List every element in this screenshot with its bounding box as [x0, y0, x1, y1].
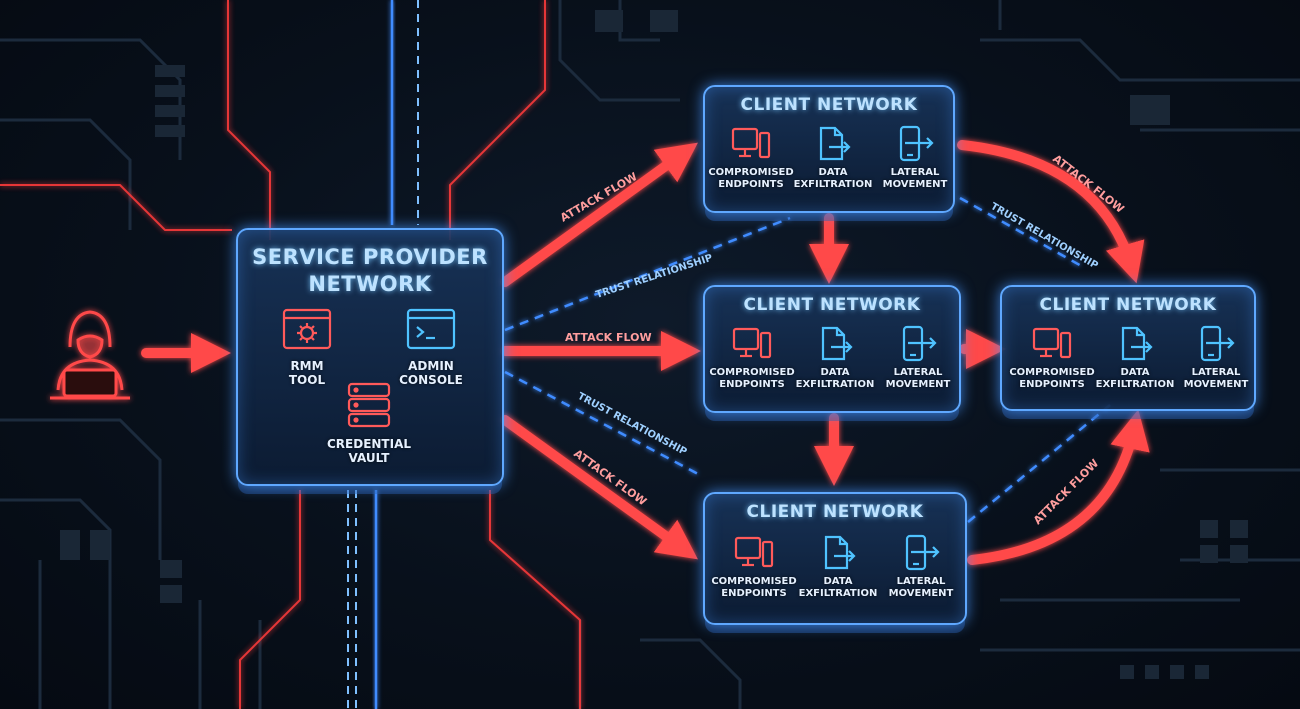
lateral-movement-item: LATERAL MOVEMENT	[870, 325, 966, 391]
label-attack-c1-c4: ATTACK FLOW	[1050, 152, 1126, 216]
compromised-endpoints-item: COMPROMISED ENDPOINTS	[703, 125, 799, 191]
trust-lines	[504, 196, 1111, 523]
label-trust-sp-c3: TRUST RELATIONSHIP	[576, 391, 689, 458]
attack-arrow-c3-c4	[967, 409, 1150, 565]
file-export-icon	[824, 535, 856, 570]
terminal-icon	[406, 308, 456, 350]
rmm-tool-label: RMM TOOL	[288, 359, 326, 387]
rmm-tool-item: RMM TOOL	[252, 307, 362, 387]
lateral-movement-label: LATERAL MOVEMENT	[882, 167, 948, 190]
client-network-panel-top: CLIENT NETWORK COMPROMISED ENDPOINTS DAT…	[703, 85, 955, 213]
trust-line-c1-c4	[959, 196, 1086, 270]
circuit-pads	[60, 10, 1248, 679]
service-provider-title: SERVICE PROVIDER NETWORK	[252, 245, 488, 296]
lateral-movement-label: LATERAL MOVEMENT	[1183, 367, 1249, 390]
credential-vault-item: CREDENTIAL VAULT	[314, 381, 424, 465]
phone-arrow-icon	[1200, 325, 1235, 362]
client-network-title: CLIENT NETWORK	[1039, 295, 1217, 315]
computer-icon	[734, 536, 774, 568]
data-exfiltration-label: DATA EXFILTRATION	[793, 167, 873, 190]
hooded-attacker-icon	[50, 310, 130, 400]
client-network-title: CLIENT NETWORK	[743, 295, 921, 315]
client-network-title: CLIENT NETWORK	[740, 95, 918, 115]
credential-vault-label: CREDENTIAL VAULT	[326, 437, 412, 465]
file-export-icon	[819, 126, 851, 161]
attack-arrow-sp-c1	[500, 142, 698, 287]
computer-icon	[732, 327, 772, 359]
database-icon	[347, 382, 391, 428]
compromised-endpoints-item: COMPROMISED ENDPOINTS	[704, 325, 800, 391]
blue-dash-traces	[347, 0, 419, 709]
attacker-node	[40, 302, 140, 407]
compromised-endpoints-label: COMPROMISED ENDPOINTS	[711, 576, 797, 599]
lateral-movement-item: LATERAL MOVEMENT	[867, 125, 963, 191]
label-trust-sp-c1: TRUST RELATIONSHIP	[595, 253, 714, 301]
attack-arrows	[141, 140, 1150, 565]
red-traces	[0, 0, 581, 709]
trust-line-sp-c1	[504, 216, 791, 332]
compromised-endpoints-item: COMPROMISED ENDPOINTS	[706, 534, 802, 600]
compromised-endpoints-label: COMPROMISED ENDPOINTS	[1009, 367, 1095, 390]
compromised-endpoints-label: COMPROMISED ENDPOINTS	[709, 367, 795, 390]
phone-arrow-icon	[899, 125, 934, 162]
data-exfiltration-item: DATA EXFILTRATION	[785, 125, 881, 191]
lateral-movement-label: LATERAL MOVEMENT	[885, 367, 951, 390]
lateral-movement-item: LATERAL MOVEMENT	[1168, 325, 1264, 391]
label-trust-c1-c4: TRUST RELATIONSHIP	[989, 201, 1100, 272]
admin-console-item: ADMIN CONSOLE	[376, 307, 486, 387]
attack-arrow-sp-c3	[500, 415, 698, 560]
data-exfiltration-item: DATA EXFILTRATION	[1087, 325, 1183, 391]
gear-window-icon	[282, 308, 332, 350]
admin-console-label: ADMIN CONSOLE	[399, 359, 463, 387]
data-exfiltration-label: DATA EXFILTRATION	[798, 576, 878, 599]
computer-icon	[1032, 327, 1072, 359]
blue-traces	[374, 0, 394, 709]
lateral-movement-label: LATERAL MOVEMENT	[888, 576, 954, 599]
client-network-panel-middle: CLIENT NETWORK COMPROMISED ENDPOINTS DAT…	[703, 285, 961, 413]
compromised-endpoints-label: COMPROMISED ENDPOINTS	[708, 167, 794, 190]
data-exfiltration-label: DATA EXFILTRATION	[1095, 367, 1175, 390]
service-provider-panel: SERVICE PROVIDER NETWORK RMM TOOL	[236, 228, 504, 486]
compromised-endpoints-item: COMPROMISED ENDPOINTS	[1004, 325, 1100, 391]
computer-icon	[731, 127, 771, 159]
client-network-panel-bottom: CLIENT NETWORK COMPROMISED ENDPOINTS DAT…	[703, 492, 967, 625]
phone-arrow-icon	[902, 325, 937, 362]
lateral-movement-item: LATERAL MOVEMENT	[873, 534, 969, 600]
file-export-icon	[1121, 326, 1153, 361]
client-network-panel-right: CLIENT NETWORK COMPROMISED ENDPOINTS DAT…	[1000, 285, 1256, 411]
attack-arrow-c1-c4	[957, 140, 1145, 284]
data-exfiltration-label: DATA EXFILTRATION	[795, 367, 875, 390]
data-exfiltration-item: DATA EXFILTRATION	[787, 325, 883, 391]
phone-arrow-icon	[905, 534, 940, 571]
client-network-title: CLIENT NETWORK	[746, 502, 924, 522]
label-attack-sp-c2: ATTACK FLOW	[565, 331, 652, 344]
data-exfiltration-item: DATA EXFILTRATION	[790, 534, 886, 600]
trust-line-sp-c3	[504, 370, 701, 477]
file-export-icon	[821, 326, 853, 361]
